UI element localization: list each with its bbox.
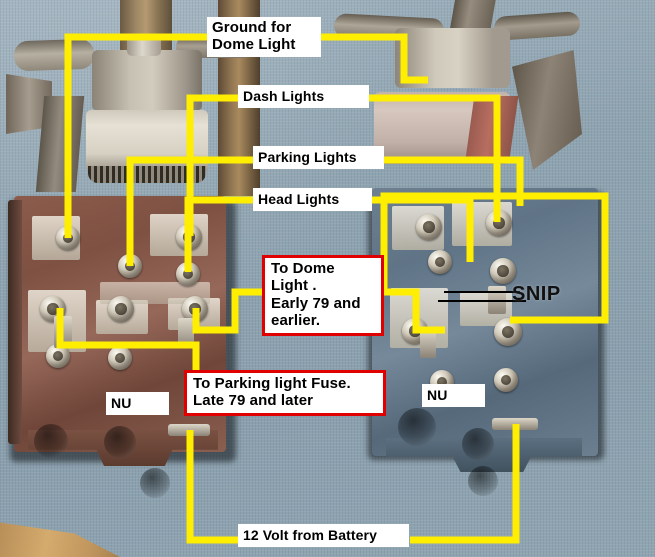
- label-nu-left: NU: [106, 392, 169, 416]
- left-mount-hole-2: [104, 426, 136, 458]
- left-tab-2: [178, 318, 194, 348]
- left-knurled-ring: [88, 166, 206, 183]
- label-parking-lights: Parking Lights: [253, 146, 384, 170]
- left-mount-hole-3: [140, 468, 170, 498]
- label-12-volt-from-battery: 12 Volt from Battery: [238, 524, 409, 548]
- wire-dome-light-early: [192, 288, 262, 334]
- label-head-lights: Head Lights: [253, 188, 372, 212]
- wire-head-lights: [184, 196, 474, 272]
- label-snip: SNIP: [512, 283, 561, 305]
- left-terminal-b: [108, 296, 134, 322]
- wire-ground-dome: [64, 33, 428, 238]
- right-terminal-c: [494, 368, 518, 392]
- left-switch-edge: [8, 200, 22, 444]
- left-switch-barrel: [92, 50, 202, 110]
- right-mount-hole-1: [398, 408, 436, 446]
- wire-dome-light-right: [378, 288, 445, 334]
- left-terminal-head: [176, 262, 200, 286]
- label-to-parking-light-fuse: To Parking light Fuse. Late 79 and later: [184, 370, 386, 416]
- label-to-dome-light: To Dome Light . Early 79 and earlier.: [262, 255, 384, 336]
- right-mount-hole-2: [462, 428, 494, 460]
- label-nu-right: NU: [422, 384, 485, 408]
- snip-underline: [438, 300, 526, 302]
- right-tab-1: [420, 330, 436, 358]
- wire-parking-lights: [126, 156, 524, 266]
- label-ground-for-dome-light: Ground for Dome Light: [207, 17, 321, 57]
- left-terminal-e: [108, 346, 132, 370]
- left-mount-hole-1: [34, 424, 68, 458]
- right-mount-hole-3: [468, 466, 498, 496]
- right-terminal-head: [490, 258, 516, 284]
- label-dash-lights: Dash Lights: [238, 85, 369, 109]
- wire-dash-lights: [186, 94, 501, 236]
- wire-snip-loop: [380, 192, 609, 324]
- right-terminal-park: [428, 250, 452, 274]
- snip-arrow-line: [444, 291, 520, 293]
- wire-parking-fuse: [56, 308, 200, 384]
- wire-battery: [186, 424, 520, 544]
- right-terminal-ground: [416, 214, 442, 240]
